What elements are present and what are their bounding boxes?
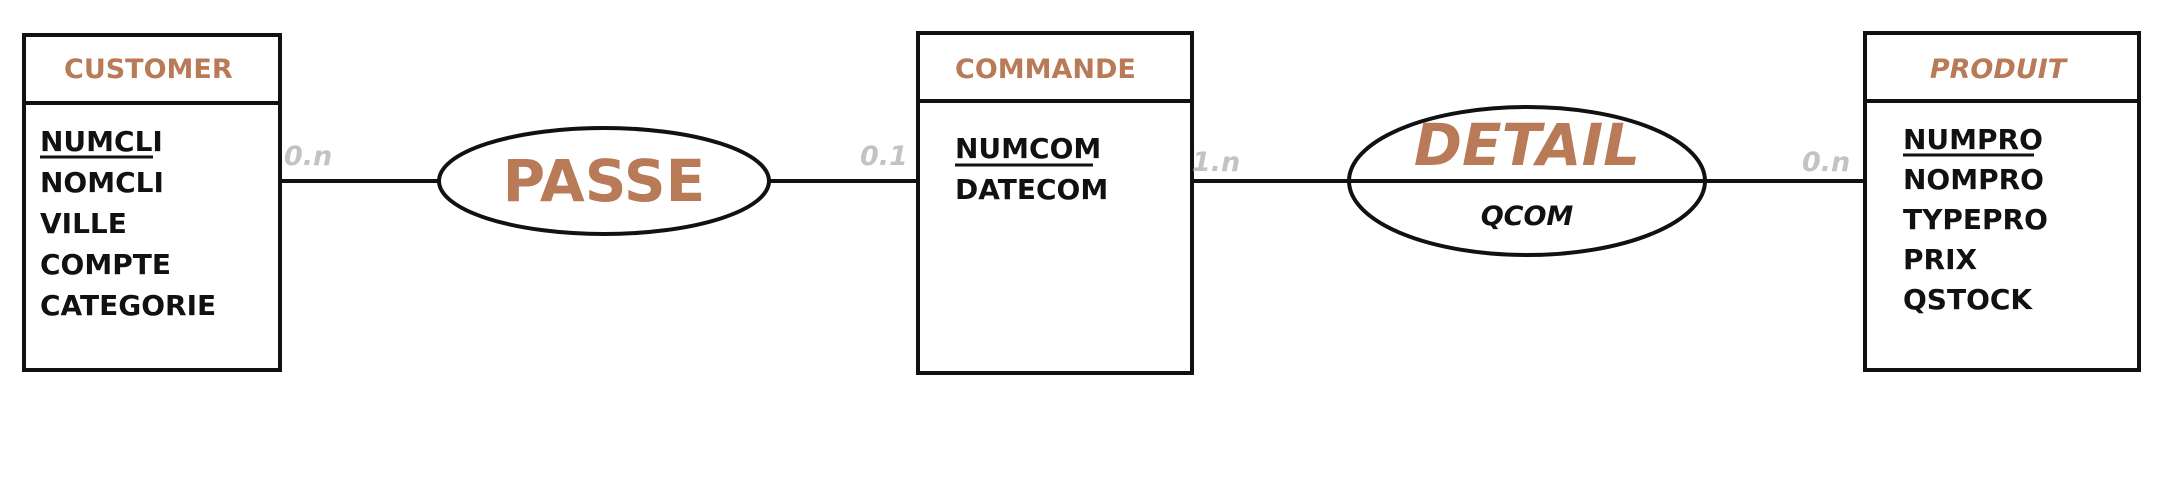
cardinality-produit-detail: 0.n: [1802, 147, 1850, 178]
produit-attr-qstock: QSTOCK: [1903, 283, 2033, 316]
entity-produit-box: [1863, 31, 2141, 372]
relation-detail[interactable]: DETAIL QCOM: [1347, 105, 1707, 257]
entity-produit[interactable]: PRODUIT NUMPRO NOMPRO TYPEPRO PRIX QSTOC…: [1863, 31, 2141, 372]
customer-attr-compte: COMPTE: [40, 248, 171, 281]
produit-attr-prix: PRIX: [1903, 243, 1978, 276]
produit-attr-numpro: NUMPRO: [1903, 123, 2043, 156]
entity-produit-title: PRODUIT: [1930, 54, 2069, 85]
entity-commande-title: COMMANDE: [955, 54, 1136, 85]
customer-attr-nomcli: NOMCLI: [40, 166, 164, 199]
relation-detail-attr-qcom: QCOM: [1481, 201, 1574, 232]
cardinality-commande-passe: 0.1: [860, 141, 908, 172]
entity-commande-box: [916, 31, 1194, 375]
entity-commande[interactable]: COMMANDE NUMCOM DATECOM: [916, 31, 1194, 375]
customer-attr-ville: VILLE: [40, 207, 127, 240]
produit-attr-typepro: TYPEPRO: [1903, 203, 2048, 236]
customer-attr-categorie: CATEGORIE: [40, 289, 216, 322]
cardinality-customer-passe: 0.n: [284, 141, 332, 172]
commande-attr-numcom: NUMCOM: [955, 132, 1101, 165]
entity-customer-box: [22, 33, 282, 372]
entity-customer-title: CUSTOMER: [64, 54, 233, 85]
entity-customer[interactable]: CUSTOMER NUMCLI NOMCLI VILLE COMPTE CATE…: [22, 33, 282, 372]
relation-detail-name: DETAIL: [1414, 111, 1640, 179]
commande-attr-datecom: DATECOM: [955, 173, 1108, 206]
customer-attr-numcli: NUMCLI: [40, 125, 163, 158]
produit-attr-nompro: NOMPRO: [1903, 163, 2044, 196]
relation-passe[interactable]: PASSE: [437, 126, 771, 236]
relation-passe-ellipse: [437, 126, 771, 236]
relation-passe-name: PASSE: [503, 147, 706, 215]
cardinality-commande-detail: 1.n: [1192, 147, 1240, 178]
